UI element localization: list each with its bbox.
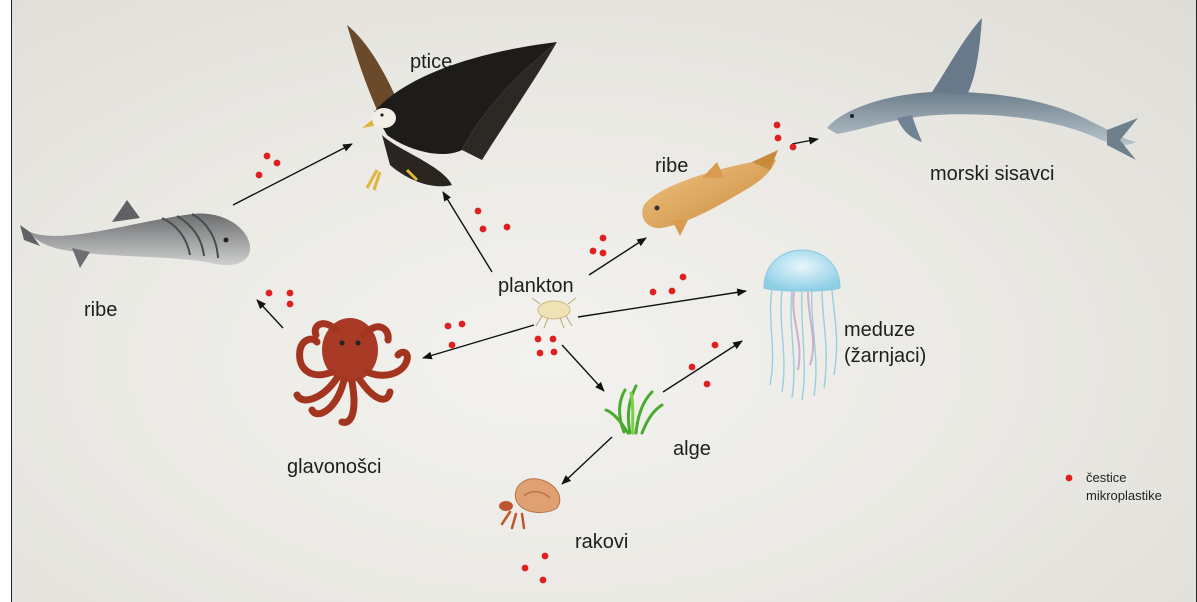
arrow-plankton-to-algae bbox=[562, 345, 604, 391]
dolphin-icon bbox=[827, 18, 1138, 160]
arrow-plankton-to-octopus bbox=[423, 325, 534, 358]
label-fish-left: ribe bbox=[84, 298, 117, 322]
label-birds: ptice bbox=[410, 50, 452, 74]
food-web-diagram: ptice ribe morski sisavci ribe plankton … bbox=[11, 0, 1197, 602]
label-fish-center: ribe bbox=[655, 154, 688, 178]
label-plankton: plankton bbox=[498, 274, 574, 298]
arrow-algae-to-jellyfish bbox=[663, 341, 742, 392]
legend-label-line2: mikroplastike bbox=[1086, 487, 1162, 504]
arrow-algae-to-crab bbox=[562, 437, 612, 484]
arrow-octopus-to-shark bbox=[257, 300, 283, 328]
octopus-icon bbox=[297, 318, 407, 422]
label-algae: alge bbox=[673, 437, 711, 461]
algae-icon bbox=[606, 386, 662, 433]
diagram-canvas bbox=[12, 0, 1197, 602]
plankton-icon bbox=[532, 298, 576, 328]
hermit-crab-icon bbox=[499, 479, 560, 528]
arrow-plankton-to-eagle bbox=[443, 192, 492, 272]
jellyfish-icon bbox=[764, 250, 840, 400]
legend-dot bbox=[1066, 475, 1073, 482]
arrow-shark-to-eagle bbox=[233, 144, 352, 205]
legend-label-line1: čestice bbox=[1086, 469, 1126, 486]
label-cephalopods: glavonošci bbox=[287, 455, 382, 479]
arrow-plankton-to-jellyfish bbox=[578, 291, 746, 317]
arrow-fish-to-dolphin bbox=[792, 139, 818, 144]
label-crustaceans: rakovi bbox=[575, 530, 628, 554]
arrow-plankton-to-fish bbox=[589, 238, 646, 275]
shark-icon bbox=[20, 200, 250, 268]
label-jellyfish-line1: meduze bbox=[844, 318, 915, 342]
label-marine-mammals: morski sisavci bbox=[930, 162, 1054, 186]
label-jellyfish-line2: (žarnjaci) bbox=[844, 344, 926, 368]
